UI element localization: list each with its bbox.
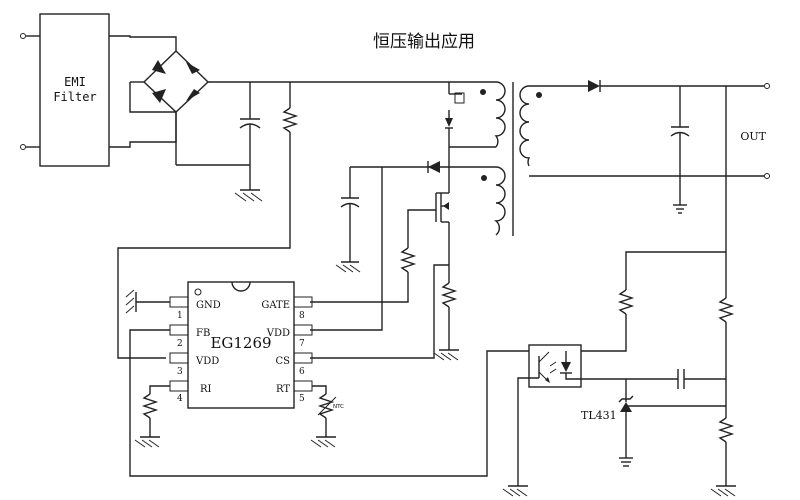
- emi-label: EMI: [64, 75, 86, 89]
- gnd-pin1: [125, 289, 170, 314]
- emi-filter: EMI Filter: [39, 13, 110, 167]
- pin-1-num: 1: [177, 311, 183, 321]
- pin-7-num: 7: [299, 339, 305, 349]
- current-sense-resistor: [310, 264, 459, 361]
- tl431: TL431: [581, 379, 634, 467]
- bulk-capacitor: [234, 82, 263, 202]
- pin-3-num: 3: [177, 367, 183, 377]
- ic-name: EG1269: [210, 334, 271, 352]
- pin-2-name: FB: [196, 328, 210, 339]
- pin-4-name: RI: [200, 384, 212, 395]
- pin-6-num: 6: [299, 367, 305, 377]
- pin-7-name: VDD: [266, 328, 290, 339]
- auxiliary-winding: [382, 161, 506, 236]
- ntc-label: NTC: [333, 404, 344, 410]
- pin-1-name: GND: [196, 300, 221, 311]
- ic-eg1269: EG1269 GND 1 FB 2 VDD 3 RI 4 GATE 8 VDD …: [169, 281, 313, 409]
- output-capacitor: [670, 86, 690, 214]
- diagram-title: 恒压输出应用: [373, 32, 475, 52]
- rt-ntc: NTC: [310, 385, 344, 448]
- pin-8-num: 8: [299, 311, 305, 321]
- pin-6-name: CS: [275, 356, 290, 367]
- pin-5-name: RT: [276, 384, 290, 395]
- pin-2-num: 2: [177, 339, 183, 349]
- ac-input: [20, 33, 40, 150]
- pin-4-num: 4: [177, 394, 183, 404]
- secondary-winding: OUT: [519, 80, 770, 179]
- tl431-label: TL431: [581, 409, 617, 422]
- transformer-primary: [445, 81, 506, 148]
- optocoupler: [502, 344, 626, 497]
- feedback-network: [581, 86, 736, 497]
- bridge-rectifier: [129, 50, 210, 113]
- pin-8-name: GATE: [261, 300, 290, 311]
- filter-label: Filter: [53, 90, 96, 104]
- mosfet: [310, 147, 450, 303]
- ri-resistor: [134, 385, 170, 448]
- aux-capacitor: [310, 166, 383, 331]
- pin-5-num: 5: [299, 394, 305, 404]
- pin-3-name: VDD: [195, 356, 219, 367]
- out-label: OUT: [740, 130, 766, 143]
- startup-resistor: [117, 82, 299, 359]
